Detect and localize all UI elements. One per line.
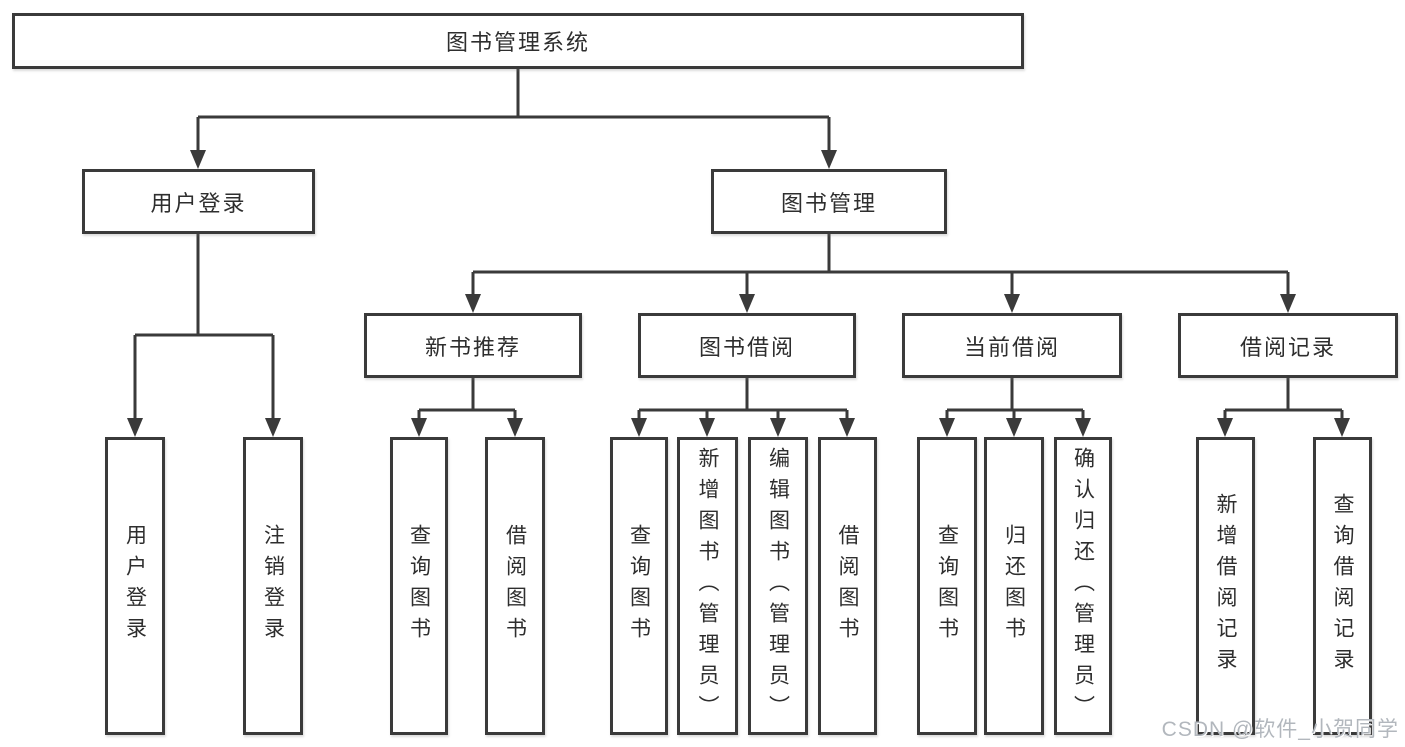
node-label: 查询图书 [935,524,959,648]
node-label: 新增图书（管理员） [696,446,719,726]
leaf-query-books-borrowing: 查询图书 [610,437,668,735]
node-label: 编辑图书（管理员） [766,446,790,726]
node-book-borrowing: 图书借阅 [638,313,856,378]
node-label: 归还图书 [1002,524,1026,648]
node-label: 借阅记录 [1239,334,1336,360]
leaf-borrow-books-recommend: 借阅图书 [485,437,545,735]
node-current-borrowing: 当前借阅 [902,313,1122,378]
arrowheads [127,150,1350,437]
leaf-confirm-return-admin: 确认归还（管理员） [1054,437,1112,735]
node-label: 查询借阅记录 [1331,493,1354,679]
leaf-query-books-recommend: 查询图书 [390,437,448,735]
leaf-add-borrow-record: 新增借阅记录 [1196,437,1255,735]
leaf-query-books-current: 查询图书 [917,437,977,735]
node-label: 图书管理系统 [445,30,590,55]
node-library-management-system: 图书管理系统 [12,13,1024,69]
leaf-edit-book-admin: 编辑图书（管理员） [748,437,808,735]
node-label: 图书管理 [780,190,877,216]
node-label: 用户登录 [123,524,147,648]
node-label: 借阅图书 [503,524,527,648]
leaf-logout: 注销登录 [243,437,303,735]
node-book-management: 图书管理 [711,169,947,234]
node-label: 查询图书 [407,524,431,648]
leaf-user-login: 用户登录 [105,437,165,735]
leaf-borrow-books-borrowing: 借阅图书 [818,437,877,735]
node-label: 用户登录 [150,190,247,216]
node-label: 借阅图书 [836,524,859,648]
node-label: 图书借阅 [698,334,795,360]
node-user-login: 用户登录 [82,169,315,234]
leaf-return-books: 归还图书 [984,437,1044,735]
leaf-query-borrow-record: 查询借阅记录 [1313,437,1372,735]
node-label: 查询图书 [627,524,651,648]
node-label: 新增借阅记录 [1214,493,1237,679]
node-label: 确认归还（管理员） [1071,446,1095,726]
node-new-book-recommendation: 新书推荐 [364,313,582,378]
leaf-add-book-admin: 新增图书（管理员） [677,437,738,735]
node-borrowing-records: 借阅记录 [1178,313,1398,378]
csdn-watermark: CSDN @软件_小贺同学 [1161,718,1399,741]
node-label: 注销登录 [261,524,285,648]
node-label: 新书推荐 [424,334,521,360]
node-label: 当前借阅 [963,334,1060,360]
